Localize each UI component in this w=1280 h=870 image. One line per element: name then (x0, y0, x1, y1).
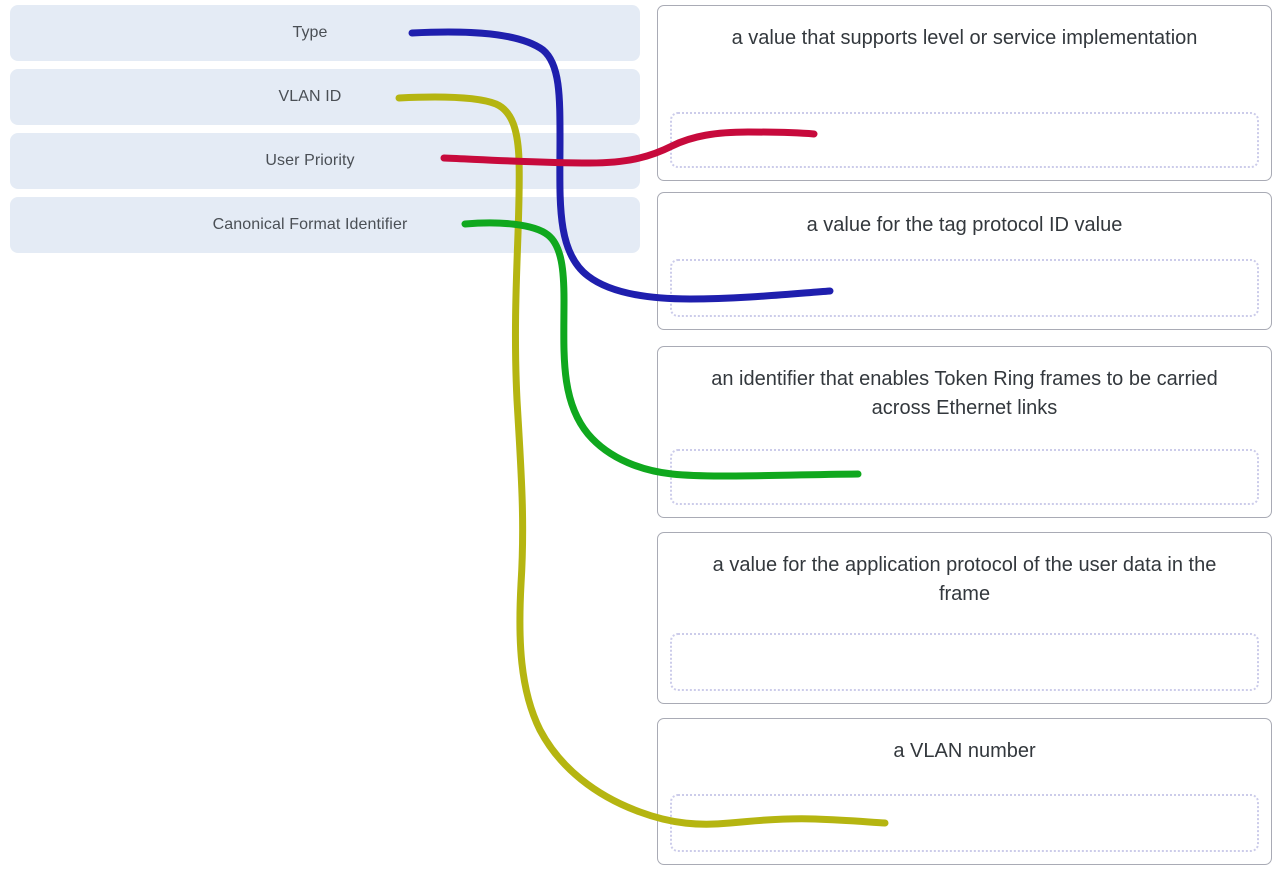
drop-zone-1[interactable] (670, 259, 1259, 317)
drop-zone-3[interactable] (670, 633, 1259, 691)
drop-zone-2[interactable] (670, 449, 1259, 505)
definition-card: an identifier that enables Token Ring fr… (657, 346, 1272, 518)
term-label: User Priority (265, 152, 355, 169)
term-pill-canonical-format-identifier[interactable]: Canonical Format Identifier (10, 197, 640, 253)
definition-card: a value for the application protocol of … (657, 532, 1272, 704)
definition-text: a value for the tag protocol ID value (806, 214, 1123, 236)
term-pill-vlan-id[interactable]: VLAN ID (10, 69, 640, 125)
drop-zone-4[interactable] (670, 794, 1259, 852)
term-label: Type (292, 24, 328, 41)
definition-text: a value that supports level or service i… (731, 27, 1198, 49)
term-pill-type[interactable]: Type (10, 5, 640, 61)
definition-card: a VLAN number (657, 718, 1272, 865)
definition-text: an identifier that enables Token Ring fr… (711, 368, 1218, 419)
definition-text: a VLAN number (893, 740, 1036, 762)
definition-card: a value that supports level or service i… (657, 5, 1272, 181)
drop-zone-0[interactable] (670, 112, 1259, 168)
term-label: Canonical Format Identifier (212, 216, 408, 233)
term-pill-user-priority[interactable]: User Priority (10, 133, 640, 189)
term-list: Type VLAN ID User Priority Canonical For… (10, 5, 640, 261)
definition-text: a value for the application protocol of … (712, 554, 1217, 605)
definition-card: a value for the tag protocol ID value (657, 192, 1272, 330)
term-label: VLAN ID (278, 88, 342, 105)
